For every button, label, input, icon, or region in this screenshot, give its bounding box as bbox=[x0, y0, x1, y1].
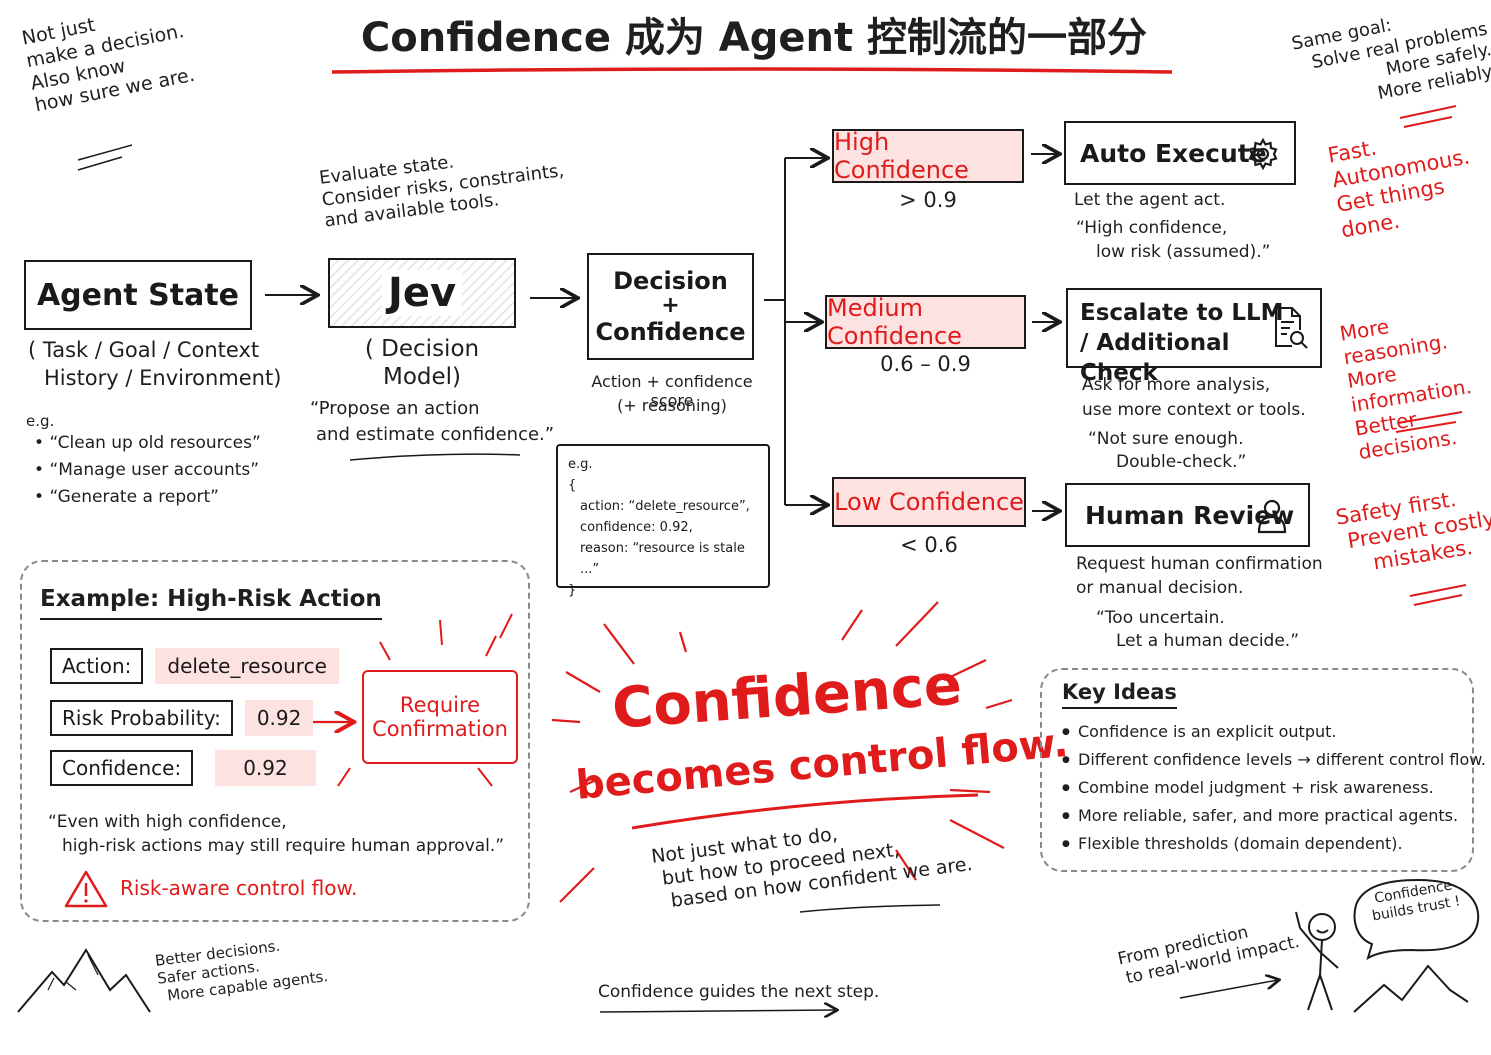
list-item: Combine model judgment + risk awareness. bbox=[1062, 774, 1488, 802]
jev-quote-2: and estimate confidence.” bbox=[316, 424, 555, 445]
require-line-2: Confirmation bbox=[372, 717, 508, 741]
escalate-label-2: / Additional Check bbox=[1080, 330, 1230, 386]
low-desc-1: Request human confirmation bbox=[1076, 554, 1323, 574]
key-ideas-title: Key Ideas bbox=[1062, 680, 1177, 710]
gear-icon bbox=[1248, 137, 1278, 171]
require-line-1: Require bbox=[399, 693, 481, 717]
example-row-label: Action: bbox=[50, 648, 144, 684]
code-line: e.g. bbox=[568, 457, 593, 472]
example-quote-1: “Even with high confidence, bbox=[48, 812, 287, 832]
footer-center: Confidence guides the next step. bbox=[598, 982, 880, 1002]
require-confirmation-box: Require Confirmation bbox=[362, 670, 518, 764]
list-item: More reliable, safer, and more practical… bbox=[1062, 802, 1488, 830]
medium-note: More reasoning. More information. Better… bbox=[1338, 298, 1491, 464]
example-row-confidence: Confidence: 0.92 bbox=[50, 750, 316, 786]
high-confidence-box: High Confidence bbox=[832, 128, 1024, 184]
code-line: reason: “resource is stale ...” bbox=[580, 541, 745, 577]
example-item: • “Manage user accounts” bbox=[34, 460, 260, 480]
footer-arrow bbox=[599, 1010, 836, 1012]
decision-caption-2: (+ reasoning) bbox=[617, 396, 727, 415]
escalate-label-1: Escalate to LLM bbox=[1080, 300, 1284, 326]
decision-line-1: Decision bbox=[613, 266, 728, 295]
example-row-label: Risk Probability: bbox=[50, 700, 233, 736]
speech-bubble bbox=[1353, 878, 1480, 961]
decision-caption-1: Action + confidence score bbox=[591, 372, 753, 411]
medium-confidence-box: Medium Confidence bbox=[825, 294, 1026, 350]
medium-desc-3: “Not sure enough. bbox=[1088, 429, 1244, 449]
list-item: Flexible thresholds (domain dependent). bbox=[1062, 830, 1488, 858]
high-desc-2: “High confidence, bbox=[1076, 218, 1228, 238]
decision-box: Decision + Confidence bbox=[587, 253, 754, 360]
example-item: • “Clean up old resources” bbox=[34, 433, 261, 453]
medium-threshold: 0.6 – 0.9 bbox=[880, 352, 971, 376]
stick-figure-icon bbox=[1295, 911, 1339, 1011]
example-warning: Risk-aware control flow. bbox=[120, 876, 358, 900]
list-item: Confidence is an explicit output. bbox=[1062, 718, 1488, 746]
branch-line bbox=[764, 158, 786, 505]
decision-code-box: e.g. { action: “delete_resource”, confid… bbox=[556, 444, 770, 598]
low-desc-2: or manual decision. bbox=[1076, 578, 1244, 598]
jev-subtitle: ( Decision Model) bbox=[364, 336, 480, 390]
medium-confidence-label: Medium Confidence bbox=[827, 294, 962, 350]
page-title: Confidence 成为 Agent 控制流的一部分 bbox=[360, 15, 1148, 61]
high-confidence-label: High Confidence bbox=[834, 128, 969, 184]
person-icon bbox=[1257, 499, 1287, 534]
code-line: action: “delete_resource”, bbox=[580, 499, 750, 514]
example-quote-2: high-risk actions may still require huma… bbox=[62, 836, 505, 856]
medium-desc-1: Ask for more analysis, bbox=[1082, 375, 1271, 395]
agent-state-sub-1: ( Task / Goal / Context bbox=[28, 338, 260, 362]
code-line: { bbox=[568, 478, 577, 493]
agent-state-sub-2: History / Environment) bbox=[44, 366, 282, 390]
center-burst bbox=[551, 601, 1013, 903]
example-row-value: 0.92 bbox=[215, 750, 316, 786]
auto-execute-label: Auto Execute bbox=[1080, 138, 1267, 168]
high-desc-1: Let the agent act. bbox=[1074, 190, 1226, 210]
decision-plus: + bbox=[661, 292, 680, 318]
code-line: confidence: 0.92, bbox=[580, 520, 693, 535]
example-row-action: Action: delete_resource bbox=[50, 648, 339, 684]
list-item: Different confidence levels → different … bbox=[1062, 746, 1488, 774]
agent-state-eg: e.g. bbox=[26, 412, 55, 430]
high-threshold: > 0.9 bbox=[899, 188, 957, 212]
agent-state-box: Agent State bbox=[24, 260, 252, 330]
medium-desc-4: Double-check.” bbox=[1116, 452, 1247, 472]
example-row-label: Confidence: bbox=[50, 750, 194, 786]
document-search-icon bbox=[1275, 307, 1308, 349]
example-item: • “Generate a report” bbox=[34, 487, 219, 507]
auto-execute-box: Auto Execute bbox=[1064, 121, 1296, 185]
title-underline bbox=[331, 67, 1173, 74]
low-desc-3: “Too uncertain. bbox=[1096, 608, 1225, 628]
low-confidence-box: Low Confidence bbox=[832, 477, 1026, 527]
warning-icon bbox=[64, 870, 108, 908]
mountains-left-icon bbox=[17, 948, 151, 1013]
jev-box: Jev bbox=[328, 258, 516, 328]
medium-desc-2: use more context or tools. bbox=[1082, 400, 1306, 420]
agent-state-examples: • “Clean up old resources” • “Manage use… bbox=[34, 430, 261, 511]
low-threshold: < 0.6 bbox=[900, 533, 958, 557]
example-panel bbox=[20, 560, 530, 922]
agent-state-title: Agent State bbox=[36, 277, 240, 313]
example-row-risk: Risk Probability: 0.92 bbox=[50, 700, 314, 736]
decision-line-2: Confidence bbox=[595, 317, 746, 346]
mountains-right-icon bbox=[1353, 964, 1469, 1013]
example-title: Example: High-Risk Action bbox=[40, 586, 382, 620]
escalate-box: Escalate to LLM / Additional Check bbox=[1066, 288, 1322, 386]
low-desc-4: Let a human decide.” bbox=[1116, 631, 1300, 651]
jev-title: Jev bbox=[381, 270, 463, 316]
require-burst bbox=[337, 613, 513, 787]
key-ideas-list: Confidence is an explicit output. Differ… bbox=[1062, 718, 1488, 858]
example-row-value: delete_resource bbox=[155, 648, 339, 684]
code-line: } bbox=[568, 583, 577, 598]
jev-quote-1: “Propose an action bbox=[310, 398, 480, 419]
high-desc-3: low risk (assumed).” bbox=[1096, 242, 1271, 262]
low-confidence-label: Low Confidence bbox=[834, 488, 1024, 516]
center-underline bbox=[631, 793, 979, 830]
human-review-box: Human Review bbox=[1065, 483, 1310, 547]
example-row-value: 0.92 bbox=[244, 700, 314, 736]
